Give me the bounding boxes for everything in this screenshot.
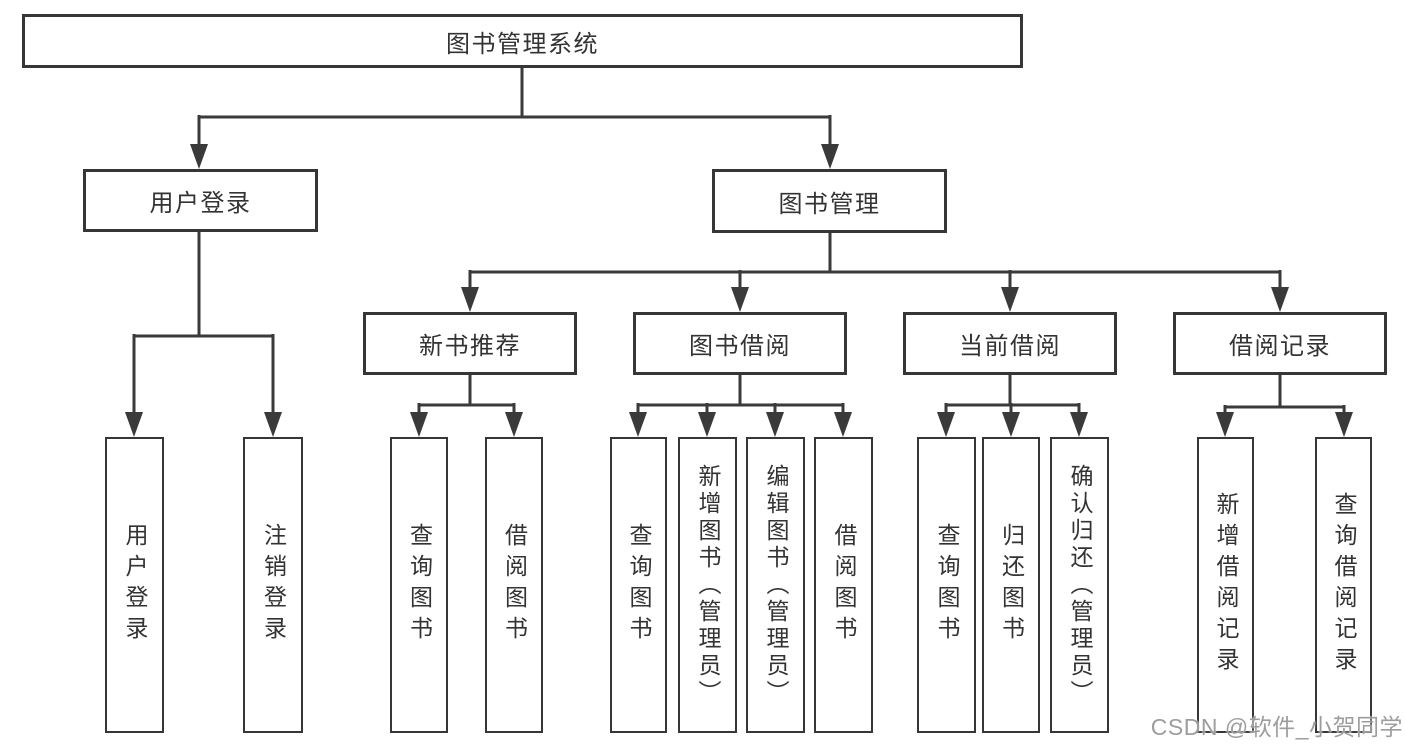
leaf-borrow-book: 借阅图书 [814, 437, 873, 733]
node-user-login: 用户登录 [83, 169, 318, 232]
node-label: 新书推荐 [419, 333, 521, 360]
leaf-label: 归还图书 [998, 523, 1025, 647]
node-label: 图书管理 [778, 190, 881, 218]
leaf-return-book: 归还图书 [982, 437, 1040, 733]
leaf-label: 查询图书 [934, 523, 960, 647]
node-label: 当前借阅 [959, 333, 1061, 360]
leaf-label: 查询图书 [626, 523, 652, 647]
node-borrowing-records: 借阅记录 [1173, 312, 1387, 375]
leaf-label: 借阅图书 [831, 523, 857, 647]
connector-root-to-level2 [190, 68, 839, 169]
node-new-book-recommendation: 新书推荐 [363, 312, 577, 375]
node-label: 借阅记录 [1229, 333, 1331, 360]
connector-record-to-leaves [1216, 375, 1353, 437]
leaf-add-book-admin: 新增图书（管理员） [678, 437, 737, 733]
leaf-label: 新增图书（管理员） [695, 463, 721, 707]
leaf-confirm-return-admin: 确认归还（管理员） [1050, 437, 1109, 733]
leaf-label: 确认归还（管理员） [1067, 463, 1093, 707]
node-label: 用户登录 [149, 190, 252, 217]
leaf-edit-book-admin: 编辑图书（管理员） [746, 437, 805, 733]
leaf-logout: 注销登录 [243, 437, 303, 733]
node-current-borrowing: 当前借阅 [903, 312, 1117, 375]
leaf-add-borrow-record: 新增借阅记录 [1197, 437, 1254, 733]
leaf-label: 用户登录 [122, 523, 148, 647]
node-label: 图书管理系统 [446, 30, 599, 58]
connector-newbook-to-leaves [410, 375, 523, 437]
leaf-query-book-recommend: 查询图书 [390, 437, 448, 733]
leaf-query-book-current: 查询图书 [917, 437, 976, 733]
leaf-query-book-borrow: 查询图书 [610, 437, 667, 733]
leaf-label: 查询借阅记录 [1331, 492, 1357, 678]
connector-userlogin-to-leaves [125, 232, 282, 437]
leaf-label: 注销登录 [260, 523, 287, 647]
node-label: 图书借阅 [689, 333, 791, 360]
leaf-user-login: 用户登录 [105, 437, 164, 733]
leaf-borrow-book-recommend: 借阅图书 [485, 437, 543, 733]
csdn-watermark: CSDN @软件_小贺同学 [1150, 714, 1403, 740]
leaf-label: 编辑图书（管理员） [763, 463, 789, 707]
leaf-label: 新增借阅记录 [1213, 492, 1239, 678]
connector-bookmgmt-to-branches [461, 233, 1289, 312]
connector-borrow-to-leaves [629, 375, 852, 437]
connector-current-to-leaves [937, 375, 1088, 437]
leaf-label: 借阅图书 [501, 523, 528, 647]
leaf-label: 查询图书 [406, 523, 433, 647]
node-library-management-system: 图书管理系统 [22, 14, 1023, 68]
node-book-borrowing: 图书借阅 [633, 312, 847, 375]
node-book-management: 图书管理 [712, 169, 947, 233]
leaf-query-borrow-record: 查询借阅记录 [1315, 437, 1372, 733]
